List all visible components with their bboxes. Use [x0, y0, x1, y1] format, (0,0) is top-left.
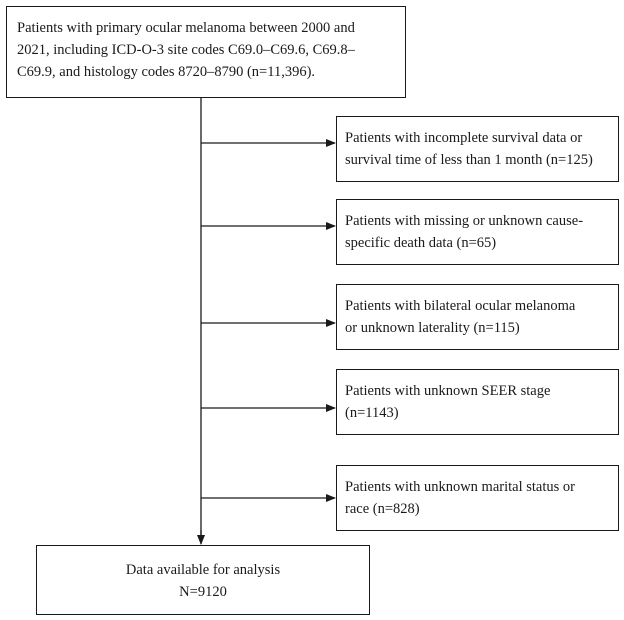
initial-cohort-line: C69.9, and histology codes 8720–8790 (n=… — [17, 64, 316, 80]
exclusion-text: race (n=828) — [345, 501, 420, 517]
exclusion-text: Patients with incomplete survival data o… — [345, 130, 583, 146]
exclusion-text: (n=1143) — [345, 405, 399, 421]
exclusion-text: Patients with unknown marital status or — [345, 479, 575, 495]
exclusion-text: specific death data (n=65) — [345, 235, 497, 251]
exclusion-box-seer-stage: Patients with unknown SEER stage (n=1143… — [336, 369, 619, 435]
exclusion-box-incomplete-survival: Patients with incomplete survival data o… — [336, 116, 619, 182]
exclusion-box-cause-specific-death: Patients with missing or unknown cause- … — [336, 199, 619, 265]
final-cohort-count: N=9120 — [179, 584, 227, 600]
initial-cohort-line: Patients with primary ocular melanoma be… — [17, 20, 355, 36]
exclusion-text: Patients with unknown SEER stage — [345, 383, 551, 399]
final-cohort-label: Data available for analysis — [125, 562, 281, 578]
exclusion-box-laterality: Patients with bilateral ocular melanoma … — [336, 284, 619, 350]
initial-cohort-line: 2021, including ICD-O-3 site codes C69.0… — [17, 42, 355, 58]
exclusion-text: or unknown laterality (n=115) — [345, 320, 520, 336]
exclusion-text: Patients with bilateral ocular melanoma — [345, 298, 576, 314]
exclusion-text: survival time of less than 1 month (n=12… — [345, 152, 593, 168]
exclusion-text: Patients with missing or unknown cause- — [345, 213, 584, 229]
exclusion-box-marital-race: Patients with unknown marital status or … — [336, 465, 619, 531]
final-cohort-box: Data available for analysis N=9120 — [36, 545, 370, 615]
initial-cohort-box: Patients with primary ocular melanoma be… — [6, 6, 406, 98]
